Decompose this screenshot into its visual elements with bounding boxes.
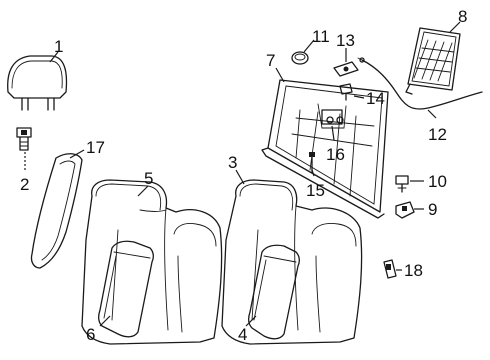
headrest-guide[interactable] (16, 127, 32, 151)
callout-12: 12 (427, 109, 447, 144)
callout-4: 4 (238, 315, 257, 344)
frame-bracket[interactable] (326, 116, 344, 124)
bolt[interactable] (395, 175, 409, 193)
svg-text:2: 2 (20, 175, 29, 194)
callout-1: 1 (49, 37, 63, 63)
callout-3: 3 (228, 153, 245, 185)
callout-6: 6 (86, 315, 111, 344)
svg-text:12: 12 (428, 125, 447, 144)
net-panel[interactable] (405, 27, 461, 95)
svg-text:8: 8 (458, 7, 467, 26)
svg-text:16: 16 (326, 145, 345, 164)
retainer[interactable] (383, 259, 397, 279)
svg-text:9: 9 (428, 200, 437, 219)
callout-8: 8 (449, 7, 467, 33)
svg-text:10: 10 (428, 172, 447, 191)
callout-15: 15 (306, 169, 325, 200)
clip[interactable] (339, 83, 353, 101)
svg-text:14: 14 (366, 89, 385, 108)
svg-text:18: 18 (404, 261, 423, 280)
headrest[interactable] (7, 55, 68, 111)
svg-text:17: 17 (86, 138, 105, 157)
callout-17: 17 (69, 138, 105, 159)
side-bolster[interactable] (30, 153, 83, 269)
svg-text:11: 11 (312, 27, 330, 46)
svg-text:6: 6 (86, 325, 95, 344)
svg-text:13: 13 (336, 31, 355, 50)
release-cable[interactable] (357, 57, 483, 110)
callout-10: 10 (410, 172, 447, 191)
callout-7: 7 (266, 51, 285, 83)
callout-5: 5 (137, 169, 153, 197)
latch[interactable] (333, 61, 359, 77)
frame-bolt[interactable] (309, 152, 315, 173)
plug[interactable] (291, 51, 309, 65)
left-seatback[interactable] (81, 179, 223, 345)
svg-text:15: 15 (306, 181, 325, 200)
callout-18: 18 (396, 261, 423, 280)
hook-bracket[interactable] (395, 201, 415, 219)
svg-text:7: 7 (266, 51, 275, 70)
svg-text:4: 4 (238, 325, 247, 344)
callout-2: 2 (20, 152, 29, 194)
callout-11: 11 (303, 27, 330, 53)
callout-16: 16 (326, 125, 345, 164)
svg-text:1: 1 (54, 37, 63, 56)
right-seatback[interactable] (221, 179, 363, 345)
svg-text:3: 3 (228, 153, 237, 172)
svg-text:5: 5 (144, 169, 153, 188)
callout-14: 14 (353, 89, 385, 108)
left-armrest[interactable] (98, 240, 154, 338)
callout-13: 13 (336, 31, 355, 62)
callout-9: 9 (414, 200, 437, 219)
